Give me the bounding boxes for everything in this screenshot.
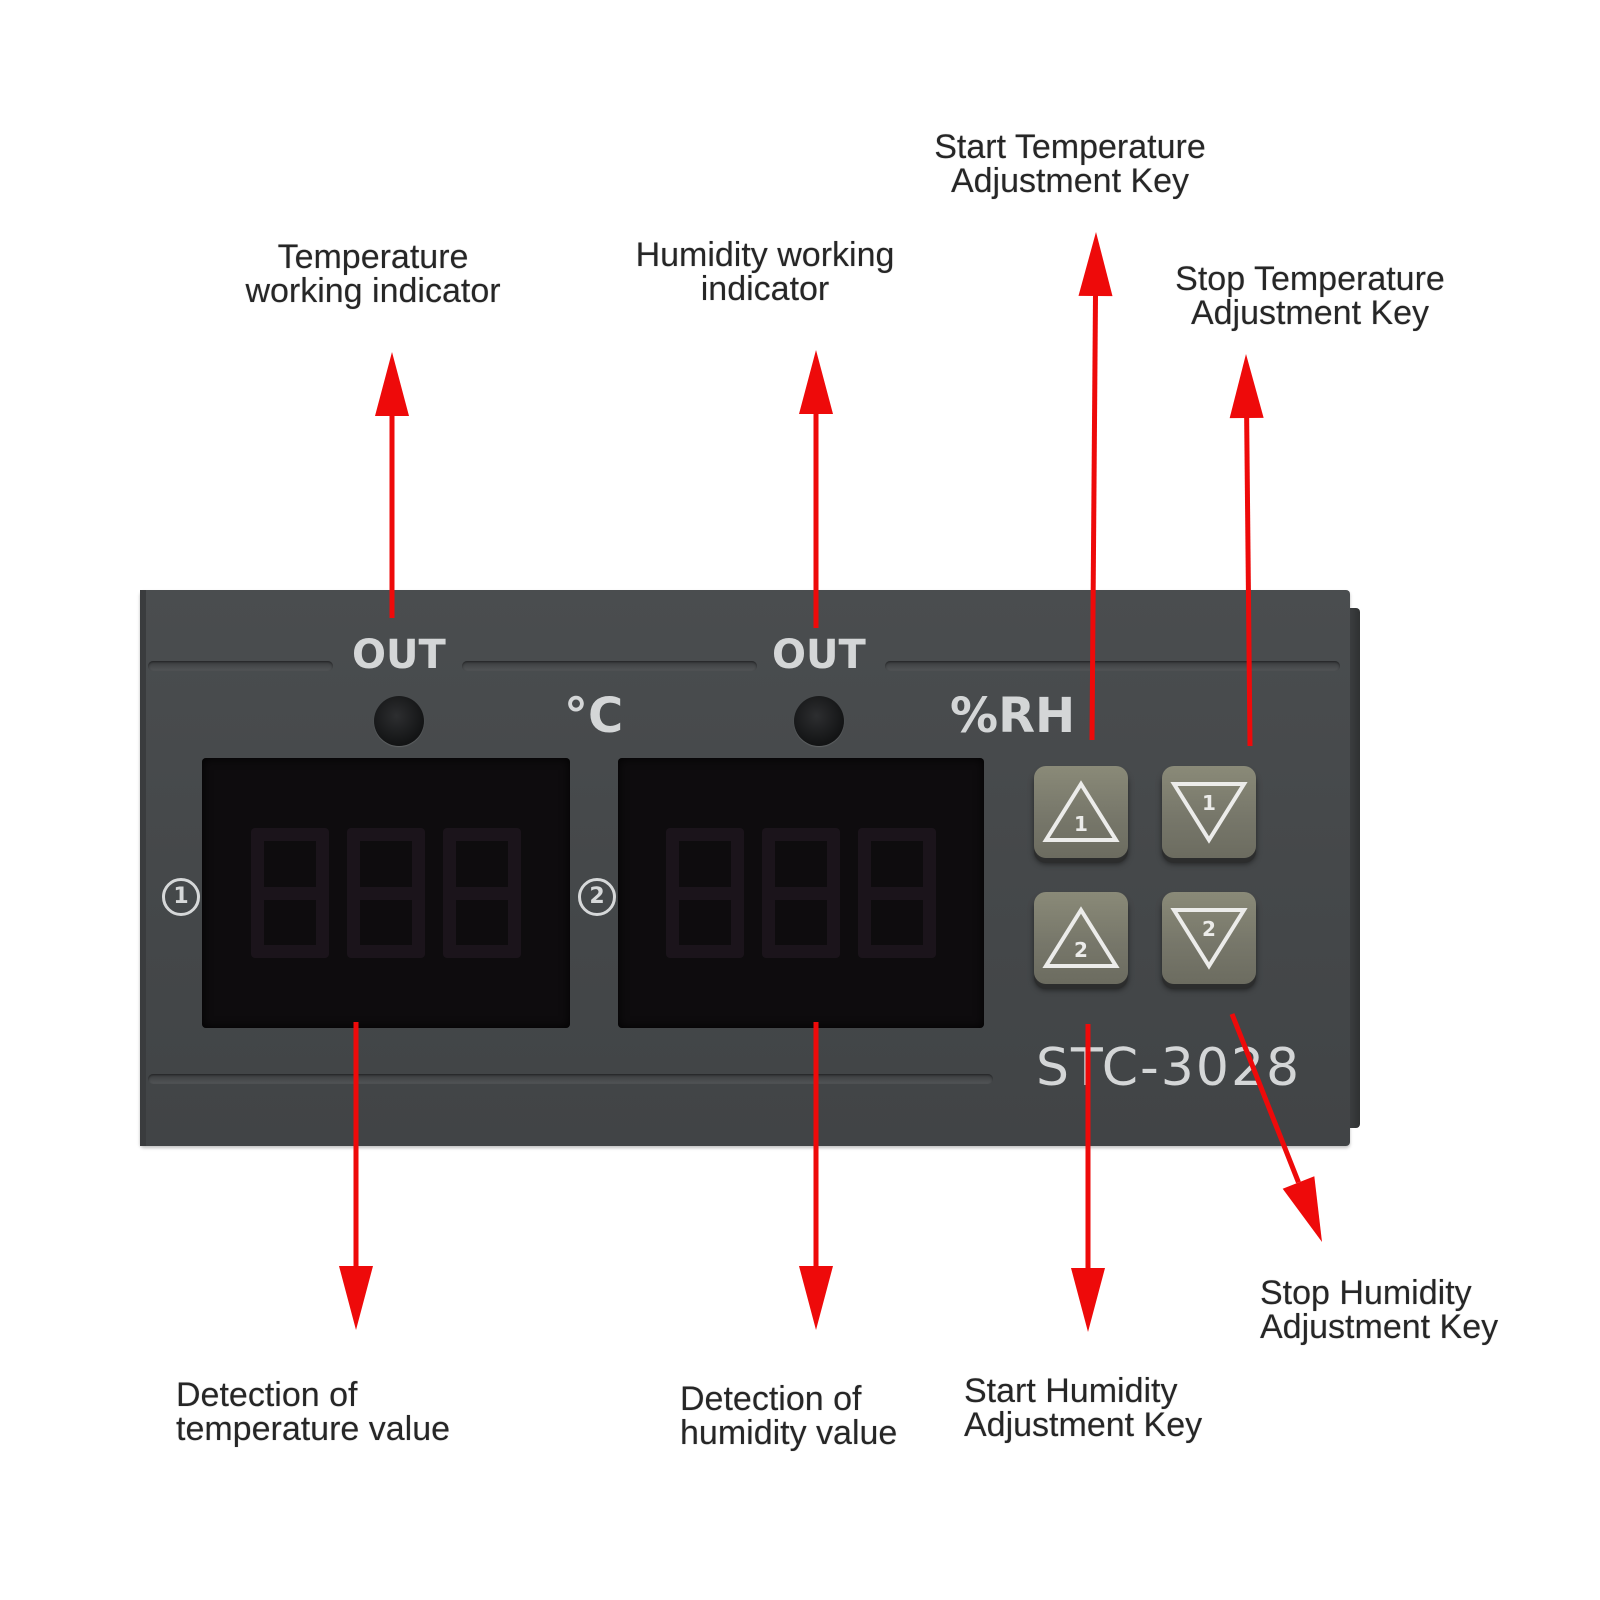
arrow-head: [375, 352, 409, 416]
unit-relative-humidity: %RH: [950, 688, 1076, 744]
humidity-working-indicator: [794, 696, 844, 746]
key-number: 2: [1202, 917, 1216, 941]
label-line: Stop Temperature: [1175, 260, 1445, 298]
label-line: working indicator: [245, 272, 501, 310]
label-temperature-indicator: Temperature working indicator: [228, 240, 518, 308]
arrow-head: [799, 1266, 833, 1330]
label-line: humidity value: [680, 1414, 898, 1452]
channel-1-marker: 1: [162, 878, 200, 916]
arrow-temperature-indicator: [375, 352, 409, 618]
label-stop-humidity-key: Stop Humidity Adjustment Key: [1260, 1276, 1498, 1344]
label-line: Detection of: [680, 1380, 862, 1418]
model-number: STC-3028: [1036, 1038, 1302, 1098]
label-line: indicator: [700, 270, 830, 308]
humidity-display: [618, 758, 984, 1028]
key-number: 1: [1202, 791, 1216, 815]
triangle-up-icon: 1: [1042, 780, 1120, 842]
unit-celsius: °C: [564, 688, 624, 744]
triangle-down-icon: 2: [1170, 908, 1248, 970]
arrow-head: [1071, 1268, 1105, 1332]
top-groove-middle: [462, 661, 757, 671]
label-line: temperature value: [176, 1410, 451, 1448]
label-line: Start Humidity: [964, 1372, 1178, 1410]
key-number: 2: [1074, 938, 1088, 962]
stc-3028-controller: OUT OUT °C %RH 1 2 1 1 2 2: [140, 590, 1360, 1146]
out-label-humidity: OUT: [772, 632, 866, 678]
label-line: Adjustment Key: [1190, 294, 1430, 332]
label-line: Adjustment Key: [1260, 1308, 1499, 1346]
display-digit: [762, 828, 840, 958]
top-groove-left: [148, 661, 333, 671]
triangle-down-icon: 1: [1170, 782, 1248, 844]
arrow-head: [799, 350, 833, 414]
bottom-groove: [148, 1074, 993, 1084]
label-line: Humidity working: [635, 236, 895, 274]
stop-temperature-adjustment-key[interactable]: 1: [1162, 766, 1256, 858]
label-detection-temperature: Detection of temperature value: [176, 1378, 450, 1446]
display-digit: [251, 828, 329, 958]
label-start-temperature-key: Start Temperature Adjustment Key: [920, 130, 1220, 198]
label-stop-temperature-key: Stop Temperature Adjustment Key: [1160, 262, 1460, 330]
label-line: Temperature: [277, 238, 469, 276]
label-line: Adjustment Key: [964, 1406, 1203, 1444]
display-digit: [347, 828, 425, 958]
key-number: 1: [1074, 812, 1088, 836]
temperature-working-indicator: [374, 696, 424, 746]
arrow-head: [339, 1266, 373, 1330]
top-groove-right: [885, 661, 1340, 671]
start-temperature-adjustment-key[interactable]: 1: [1034, 766, 1128, 858]
channel-2-marker: 2: [578, 878, 616, 916]
label-line: Detection of: [176, 1376, 358, 1414]
stop-humidity-adjustment-key[interactable]: 2: [1162, 892, 1256, 984]
arrow-head: [1282, 1176, 1322, 1242]
label-line: Adjustment Key: [950, 162, 1190, 200]
arrow-head: [1078, 232, 1113, 297]
arrow-head: [1229, 354, 1264, 419]
display-digit: [858, 828, 936, 958]
label-line: Stop Humidity: [1260, 1274, 1472, 1312]
label-line: Start Temperature: [934, 128, 1206, 166]
label-humidity-indicator: Humidity working indicator: [620, 238, 910, 306]
display-digit: [666, 828, 744, 958]
triangle-up-icon: 2: [1042, 906, 1120, 968]
label-detection-humidity: Detection of humidity value: [680, 1382, 897, 1450]
display-digit: [443, 828, 521, 958]
label-start-humidity-key: Start Humidity Adjustment Key: [964, 1374, 1202, 1442]
out-label-temperature: OUT: [352, 632, 446, 678]
start-humidity-adjustment-key[interactable]: 2: [1034, 892, 1128, 984]
arrow-humidity-indicator: [799, 350, 833, 628]
temperature-display: [202, 758, 570, 1028]
